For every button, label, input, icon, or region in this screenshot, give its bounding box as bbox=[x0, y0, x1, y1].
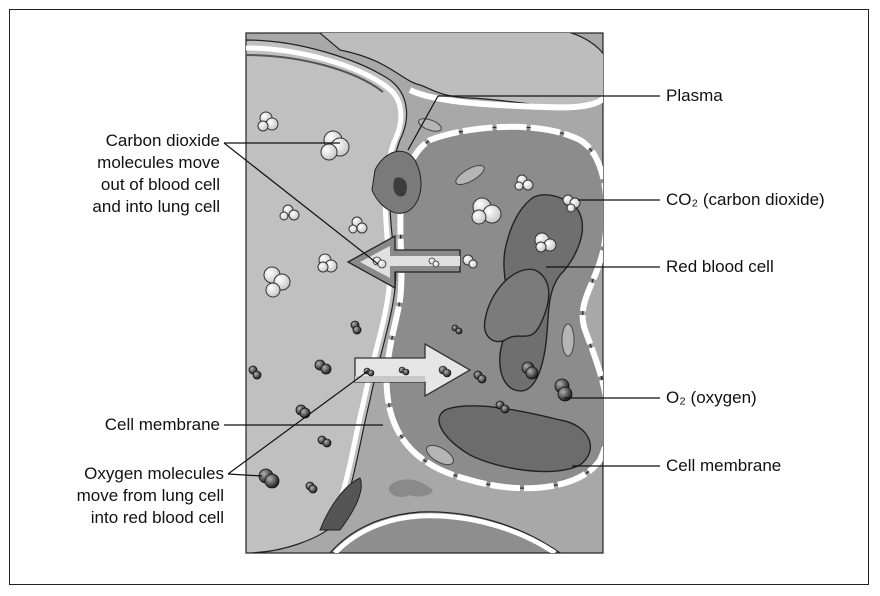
co2-label: CO₂ (carbon dioxide) bbox=[666, 189, 825, 211]
cell-membrane-left-label: Cell membrane bbox=[105, 414, 220, 436]
o2-label: O₂ (oxygen) bbox=[666, 387, 757, 409]
o2-movement-label: Oxygen molecules move from lung cell int… bbox=[77, 463, 224, 529]
co2-movement-label: Carbon dioxide molecules move out of blo… bbox=[92, 130, 220, 218]
plasma-label: Plasma bbox=[666, 85, 723, 107]
red-blood-cell-label: Red blood cell bbox=[666, 256, 774, 278]
cell-membrane-right-label: Cell membrane bbox=[666, 455, 781, 477]
